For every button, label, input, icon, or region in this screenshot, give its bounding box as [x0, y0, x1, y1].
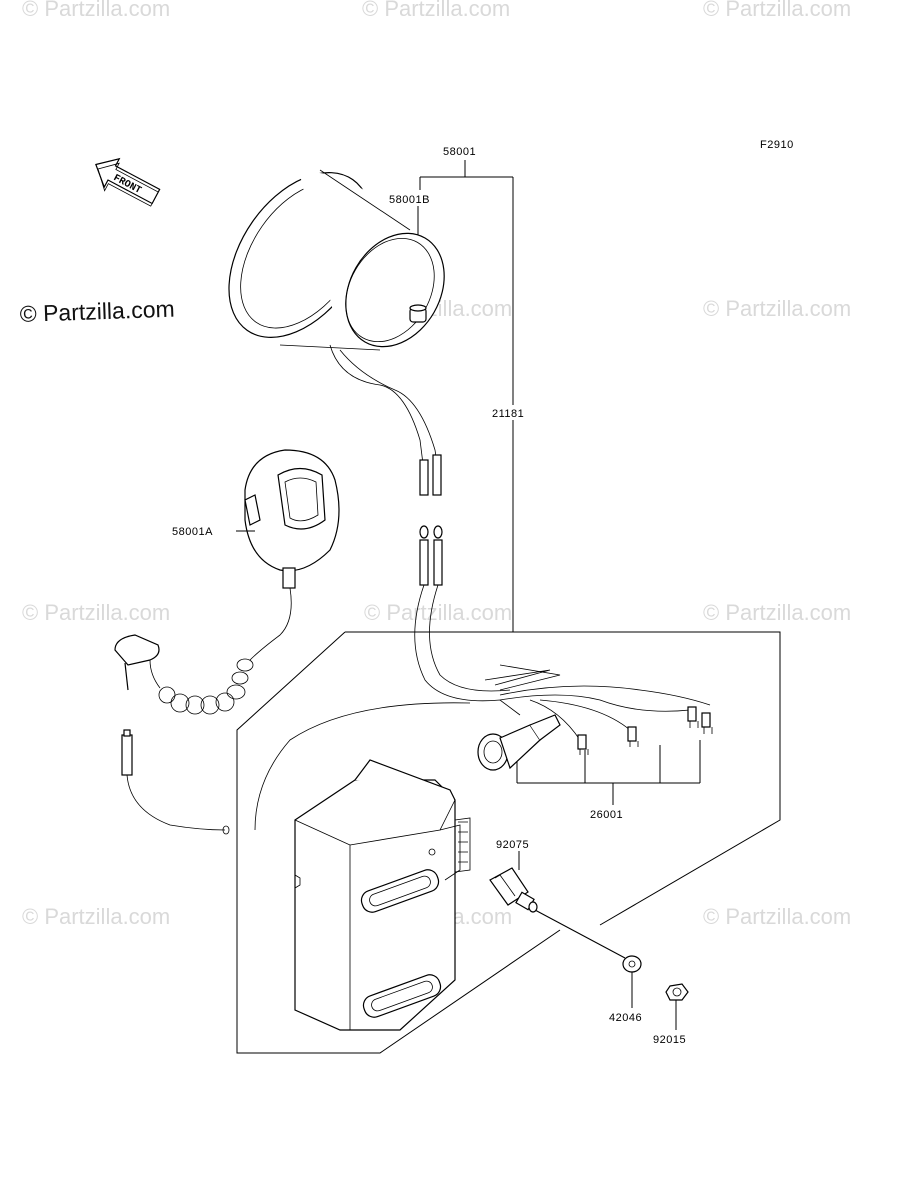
label-58001B: 58001B [389, 194, 430, 206]
label-26001: 26001 [590, 809, 623, 821]
nut-92015 [665, 983, 689, 1001]
microphone-58001A [114, 449, 340, 715]
watermark: © Partzilla.com [703, 296, 851, 321]
watermark: © Partzilla.com [22, 600, 170, 625]
leader-lines [236, 160, 701, 1030]
copyright-text: © Partzilla.com [19, 296, 175, 327]
front-arrow-icon: FRONT [95, 157, 161, 207]
watermark: © Partzilla.com [364, 600, 512, 625]
watermark: © Partzilla.com [22, 0, 170, 21]
figure-code: F2910 [760, 139, 794, 151]
assembly-outline [345, 631, 781, 926]
wire-harness-26001 [254, 525, 713, 831]
coiled-cord [158, 658, 254, 715]
label-42046: 42046 [609, 1012, 642, 1024]
label-92015: 92015 [653, 1034, 686, 1046]
fitting-92075 [489, 867, 538, 913]
label-58001: 58001 [443, 146, 476, 158]
watermark: © Partzilla.com [703, 600, 851, 625]
label-58001A: 58001A [172, 526, 213, 538]
label-92075: 92075 [496, 839, 529, 851]
washer-42046 [622, 955, 642, 973]
watermark: © Partzilla.com [362, 0, 510, 21]
speaker-58001B [228, 169, 445, 496]
assembly-outline [236, 631, 561, 1054]
label-21181: 21181 [492, 408, 524, 420]
part-labels: 58001 58001B 58001A 21181 26001 92075 42… [172, 146, 686, 1046]
control-box [294, 759, 471, 1031]
cable-plug [121, 729, 230, 835]
watermark: © Partzilla.com [22, 904, 170, 929]
watermark: © Partzilla.com [703, 0, 851, 21]
watermark: © Partzilla.com [703, 904, 851, 929]
